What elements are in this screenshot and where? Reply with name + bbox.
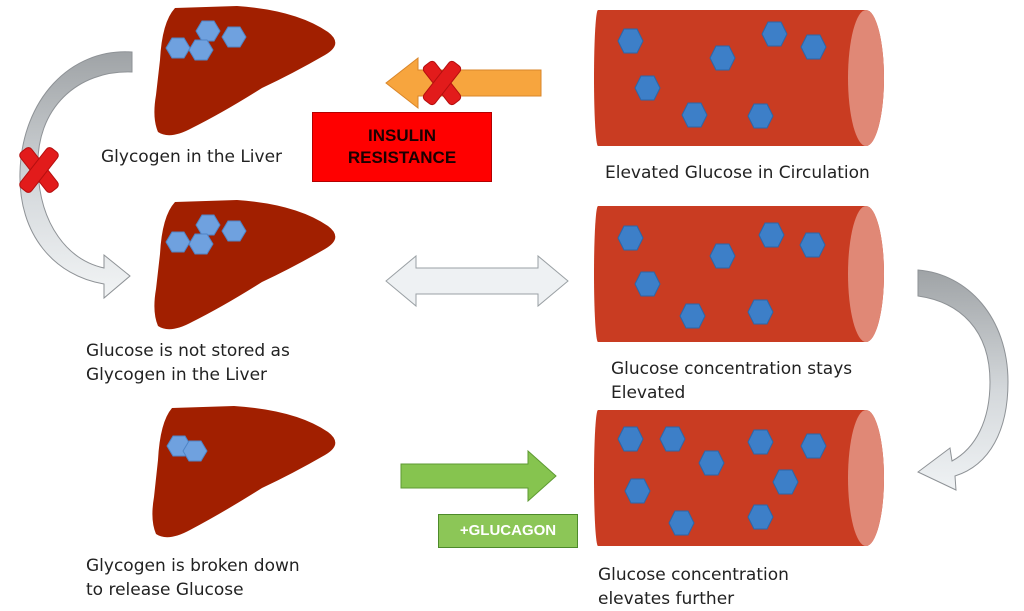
- blood-vessel-bottom: [594, 410, 884, 546]
- glucose-hexagon: [698, 450, 725, 476]
- glucose-hexagon: [668, 510, 695, 536]
- blocked-cross-icon: [422, 60, 462, 106]
- glycogen-hexagon: [195, 20, 221, 42]
- glycogen-hexagon: [188, 233, 214, 255]
- glycogen-hexagon: [165, 231, 191, 253]
- liver-middle: [154, 200, 336, 330]
- glycogen-hexagon: [195, 214, 221, 236]
- caption-liver-middle: Glucose is not stored as Glycogen in the…: [86, 341, 290, 385]
- badge-line: RESISTANCE: [347, 148, 457, 167]
- glycogen-hexagon: [221, 220, 247, 242]
- glucose-hexagon: [772, 469, 799, 495]
- liver-shape: [152, 406, 336, 538]
- glucose-hexagon: [747, 429, 774, 455]
- glucose-hexagon: [681, 102, 708, 128]
- glucose-hexagon: [634, 75, 661, 101]
- liver-bottom: [152, 406, 336, 538]
- glucose-hexagon: [800, 34, 827, 60]
- glucose-hexagon: [617, 225, 644, 251]
- caption-vessel-top: Elevated Glucose in Circulation: [605, 163, 870, 183]
- vessel-opening: [848, 410, 884, 546]
- glucose-hexagon: [799, 232, 826, 258]
- glucose-release-arrow: [400, 449, 557, 503]
- glucagon-badge: +GLUCAGON: [438, 514, 578, 548]
- blocked-cross-icon: [19, 147, 59, 193]
- caption-vessel-middle: Glucose concentration stays Elevated: [611, 359, 853, 403]
- vessel-opening: [848, 10, 884, 146]
- right-curved-arrow: [917, 269, 1009, 491]
- glucose-hexagon: [624, 478, 651, 504]
- badge-line: +GLUCAGON: [459, 522, 557, 539]
- blocked-uptake-arrow: [385, 56, 542, 110]
- glucose-hexagon: [634, 271, 661, 297]
- liver-shape: [154, 6, 336, 136]
- liver-top: [154, 6, 336, 136]
- insulin-resistance-badge: INSULIN RESISTANCE: [312, 112, 492, 182]
- glucose-hexagon: [659, 426, 686, 452]
- glucose-hexagon: [617, 28, 644, 54]
- glucose-hexagon: [617, 426, 644, 452]
- glucose-hexagon: [747, 299, 774, 325]
- vessel-opening: [848, 206, 884, 342]
- double-headed-arrow: [385, 254, 569, 308]
- glucose-hexagon: [679, 303, 706, 329]
- liver-shape: [154, 200, 336, 330]
- caption-liver-top: Glycogen in the Liver: [101, 147, 283, 167]
- glucose-hexagon: [709, 243, 736, 269]
- glucose-hexagon: [709, 45, 736, 71]
- glucose-hexagon: [800, 433, 827, 459]
- left-curved-arrow: [19, 51, 133, 300]
- caption-vessel-bottom: Glucose concentration elevates further: [598, 565, 789, 609]
- glucose-hexagon: [747, 504, 774, 530]
- glycogen-hexagon: [182, 440, 208, 462]
- glucose-hexagon: [747, 103, 774, 129]
- badge-line: INSULIN: [368, 126, 436, 145]
- glycogen-hexagon: [165, 37, 191, 59]
- caption-liver-bottom: Glycogen is broken down to release Gluco…: [86, 556, 300, 600]
- blood-vessel-middle: [594, 206, 884, 342]
- blood-vessel-top: [594, 10, 884, 146]
- glycogen-hexagon: [221, 26, 247, 48]
- glucose-hexagon: [761, 21, 788, 47]
- glucose-hexagon: [758, 222, 785, 248]
- glycogen-hexagon: [188, 39, 214, 61]
